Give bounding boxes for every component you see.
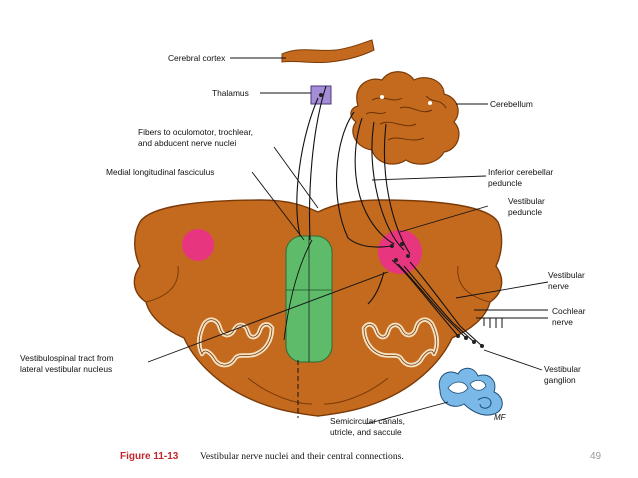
label-cn-line2: nerve bbox=[552, 317, 573, 327]
page-number: 49 bbox=[590, 451, 602, 462]
artist-initials: MF bbox=[494, 413, 507, 422]
figure-caption: Vestibular nerve nuclei and their centra… bbox=[200, 451, 404, 462]
label-cerebral-cortex: Cerebral cortex bbox=[168, 53, 226, 63]
label-icp-line1: Inferior cerebellar bbox=[488, 167, 553, 177]
label-vp-line2: peduncle bbox=[508, 207, 542, 217]
label-icp-line2: peduncle bbox=[488, 178, 522, 188]
label-vn-line2: nerve bbox=[548, 281, 569, 291]
cerebellum-shape bbox=[350, 71, 460, 165]
label-vg-line1: Vestibular bbox=[544, 364, 581, 374]
label-fibers-line1: Fibers to oculomotor, trochlear, bbox=[138, 127, 253, 137]
label-cn-line1: Cochlear bbox=[552, 306, 586, 316]
label-vst-line1: Vestibulospinal tract from bbox=[20, 353, 114, 363]
label-sc-line1: Semicircular canals, bbox=[330, 416, 405, 426]
figure-number: Figure 11-13 bbox=[120, 451, 179, 462]
label-mlf: Medial longitudinal fasciculus bbox=[106, 167, 214, 177]
cerebral-cortex-shape bbox=[281, 39, 375, 64]
label-vn-line1: Vestibular bbox=[548, 270, 585, 280]
label-sc-line2: utricle, and saccule bbox=[330, 427, 402, 437]
left-vestibular-nucleus bbox=[182, 229, 214, 261]
label-cerebellum: Cerebellum bbox=[490, 99, 533, 109]
label-vst-line2: lateral vestibular nucleus bbox=[20, 364, 112, 374]
label-thalamus: Thalamus bbox=[212, 88, 249, 98]
inner-ear-shape bbox=[438, 367, 503, 416]
label-vp-line1: Vestibular bbox=[508, 196, 545, 206]
label-vg-line2: ganglion bbox=[544, 375, 576, 385]
label-fibers-line2: and abducent nerve nuclei bbox=[138, 138, 236, 148]
